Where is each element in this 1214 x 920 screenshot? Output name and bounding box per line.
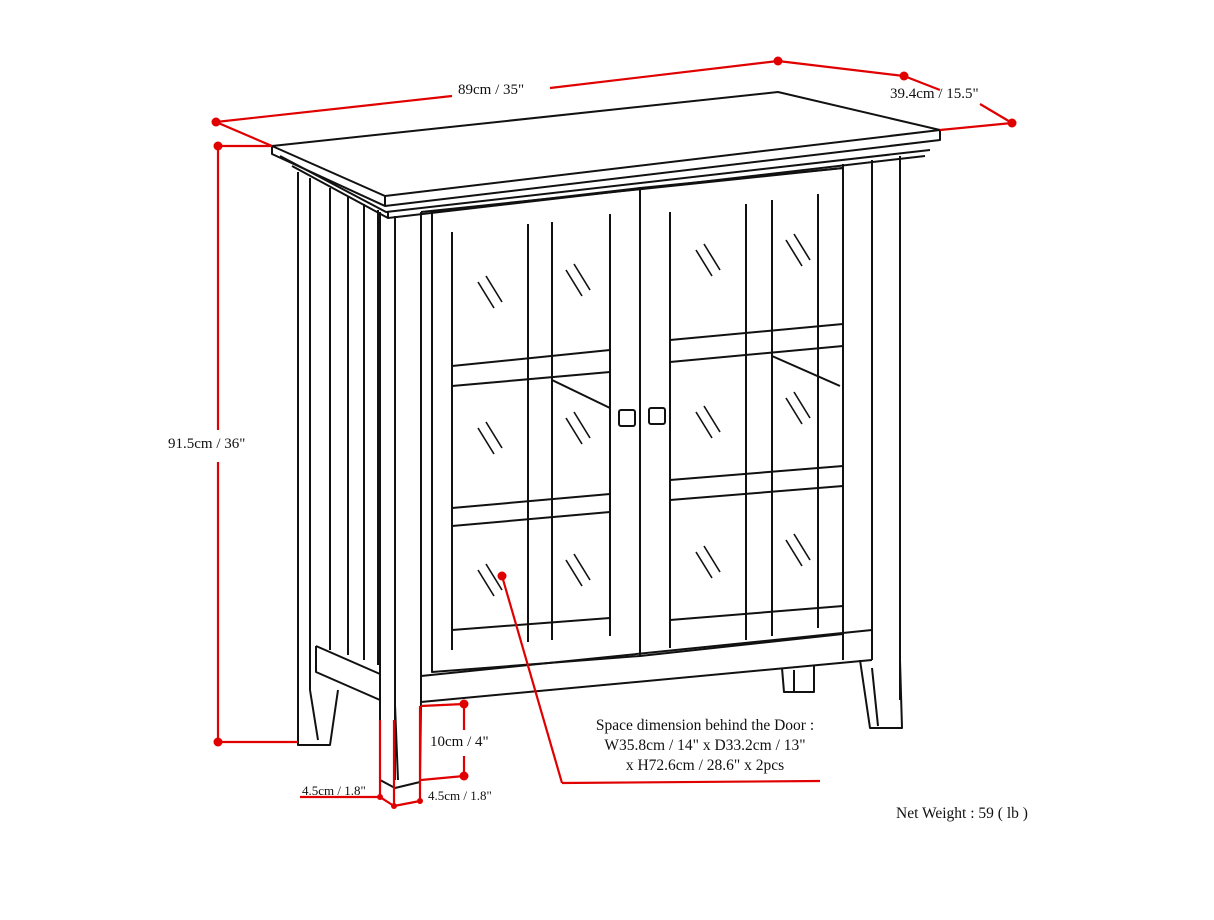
dimension-dots (211, 56, 1017, 809)
depth-dimension-label: 39.4cm / 15.5" (890, 86, 979, 102)
leg-height-dimension-label: 10cm / 4" (430, 734, 489, 750)
interior-space-note: Space dimension behind the Door : W35.8c… (560, 716, 850, 776)
leg-side-width-label: 4.5cm / 1.8" (302, 783, 366, 798)
interior-note-line-1: Space dimension behind the Door : (595, 717, 815, 734)
cabinet (271, 91, 941, 789)
interior-note-line-2: W35.8cm / 14" x D33.2cm / 13" (604, 737, 806, 754)
width-dimension-label: 89cm / 35" (458, 82, 525, 98)
dimension-lines (215, 59, 1013, 808)
interior-note-line-3: x H72.6cm / 28.6" x 2pcs (625, 757, 785, 774)
height-dimension-label: 91.5cm / 36" (168, 436, 246, 452)
leg-front-width-label: 4.5cm / 1.8" (428, 788, 492, 803)
net-weight-label: Net Weight : 59 ( lb ) (896, 805, 1028, 822)
